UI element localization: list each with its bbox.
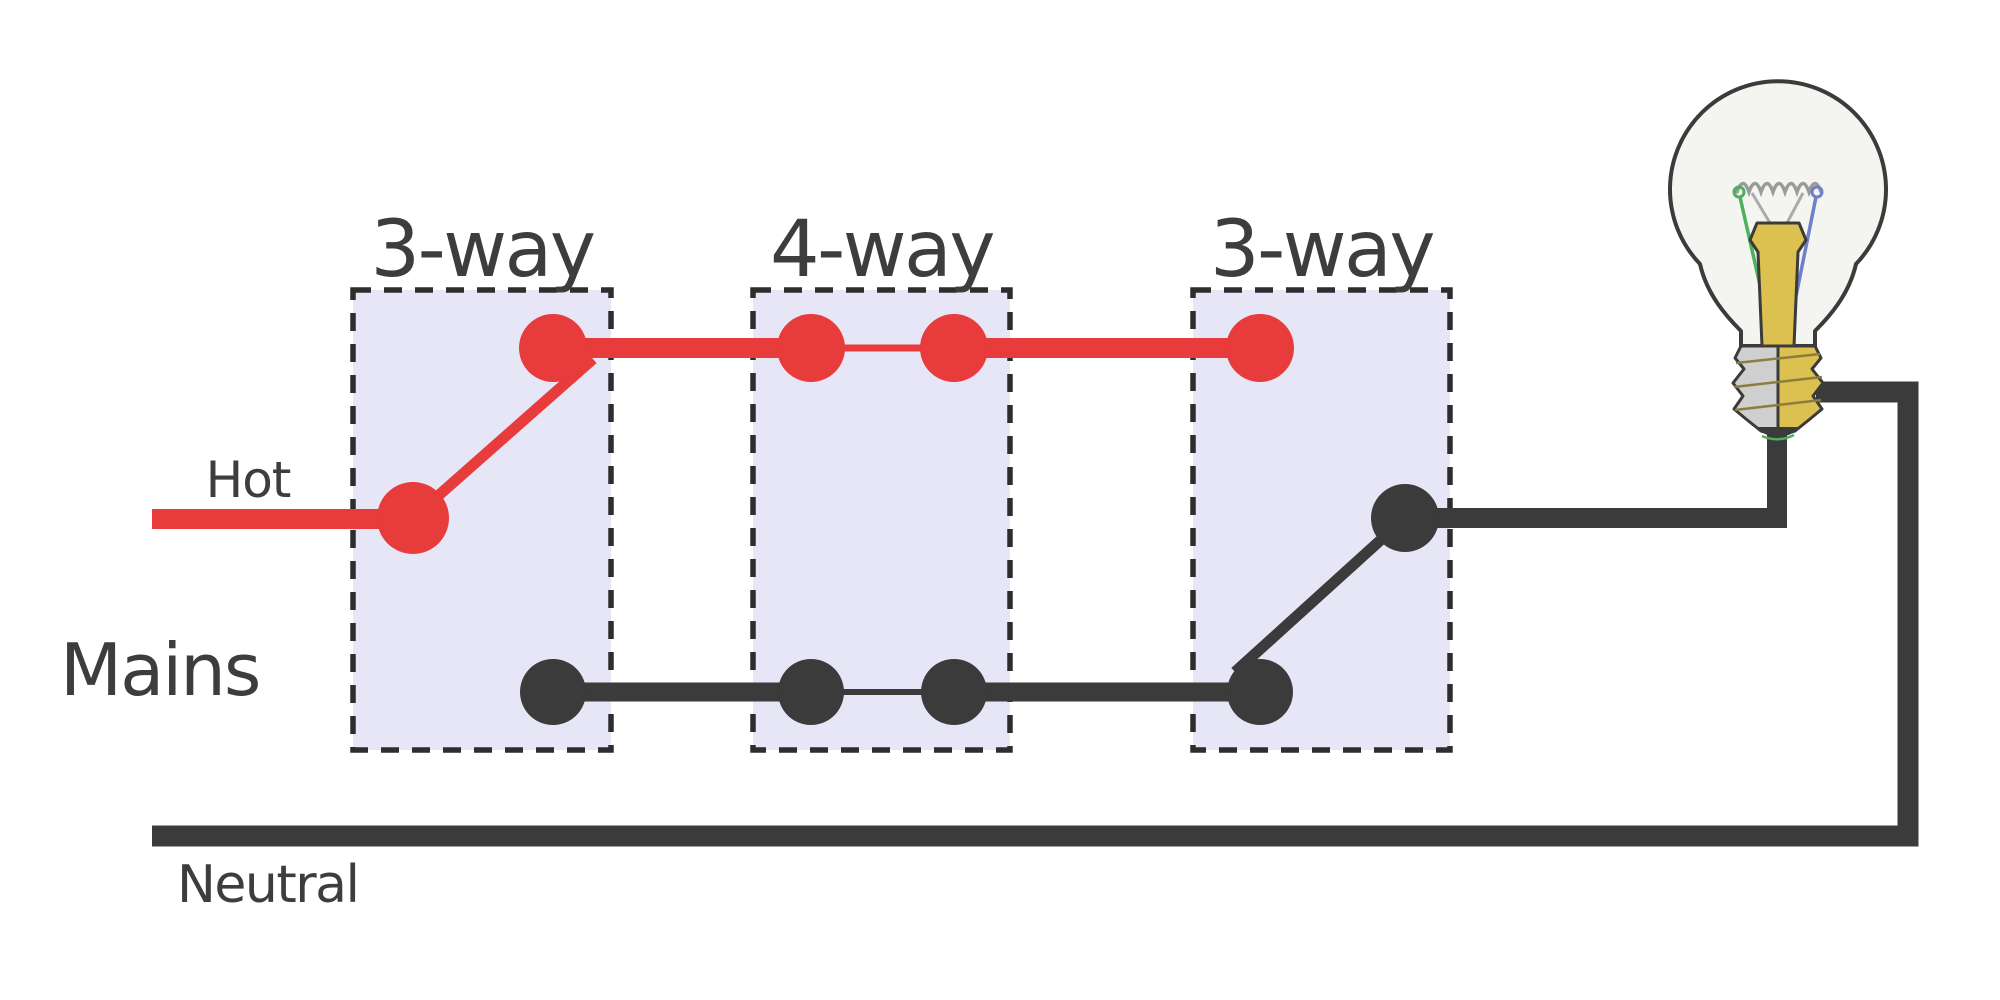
switch1-label: 3-way: [370, 205, 596, 295]
filament-end-blue: [1810, 185, 1824, 199]
screw-threads: [1733, 352, 1823, 412]
terminal-sw3-bottom: [1227, 659, 1293, 725]
hot-wires: [152, 338, 1260, 529]
light-bulb: [1668, 79, 1888, 441]
mains-label: Mains: [60, 628, 261, 712]
filament-supports: [1750, 192, 1805, 224]
bulb-glass: [1668, 79, 1888, 348]
hot-label: Hot: [205, 451, 292, 509]
thread-line: [1733, 375, 1823, 389]
terminal-sw2-top-left: [777, 314, 845, 382]
switch2-label: 4-way: [769, 205, 996, 295]
neutral-wire: [152, 381, 1919, 847]
bulb-contact-tip: [1757, 427, 1798, 437]
terminal-sw1-bottom: [520, 659, 586, 725]
neutral-label: Neutral: [177, 855, 360, 915]
tip-green-trace: [1761, 433, 1795, 441]
switch-blade-red: [409, 354, 597, 523]
support-wire-right: [1785, 192, 1805, 224]
switch3-label: 3-way: [1209, 205, 1436, 295]
terminal-traveler-sw3: [1226, 314, 1294, 382]
thread-line: [1734, 398, 1822, 412]
filament-end-green: [1732, 185, 1746, 199]
support-wire-left: [1750, 192, 1772, 224]
terminal-traveler-sw1: [519, 314, 587, 382]
terminal-sw2-top-right: [920, 314, 988, 382]
neutral-wires: [152, 381, 1919, 847]
thread-line: [1735, 352, 1821, 365]
terminal-sw2-bottom-right: [921, 659, 987, 725]
terminal-common-sw1: [377, 482, 449, 554]
terminal-sw2-bottom-left: [778, 659, 844, 725]
switch-blade-dark: [1231, 513, 1409, 677]
terminal-common-sw3: [1371, 484, 1439, 552]
screw-base-right: [1776, 344, 1825, 438]
contact-terminals: [377, 314, 1439, 725]
filament-coil: [1735, 181, 1823, 198]
switched-hot-to-lamp-wire: [1405, 418, 1787, 528]
